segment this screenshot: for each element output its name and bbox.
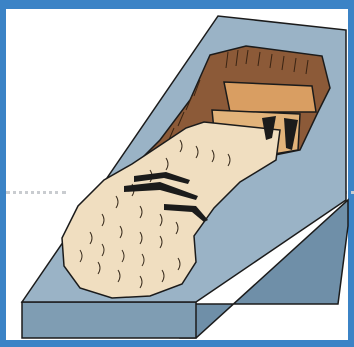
slope-front-face — [22, 302, 196, 338]
slump-block-upper — [224, 82, 316, 112]
